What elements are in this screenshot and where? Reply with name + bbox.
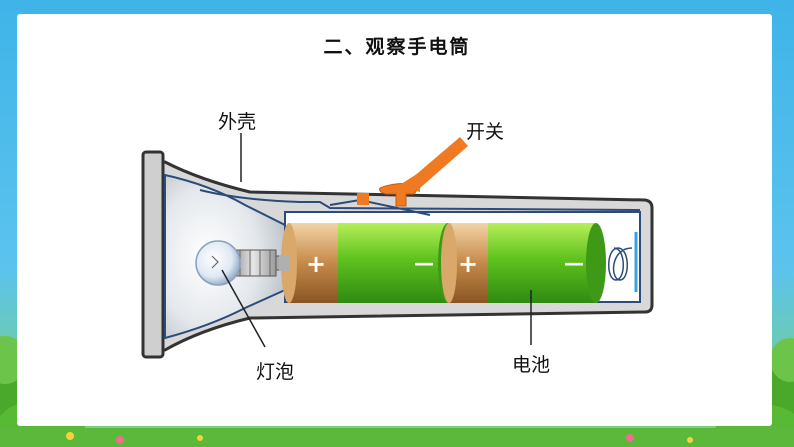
battery-1-negative-sign: — xyxy=(414,251,434,275)
switch-knob xyxy=(357,183,418,207)
slide-title: 二、观察手电筒 xyxy=(323,36,471,58)
switch-label: 开关 xyxy=(466,121,505,143)
bulb-label: 灯泡 xyxy=(256,361,295,383)
battery-2-negative-sign: — xyxy=(564,251,584,275)
spring-icon xyxy=(608,247,633,281)
flowers xyxy=(66,432,693,444)
switch-arrowhead xyxy=(398,172,420,192)
switch-arrow xyxy=(412,137,468,188)
shell-label: 外壳 xyxy=(218,111,257,133)
lens-rim xyxy=(141,150,165,359)
battery-2 xyxy=(441,223,606,303)
contact-strip xyxy=(199,189,641,211)
battery-label: 电池 xyxy=(512,354,551,376)
bulb-leader-line xyxy=(221,269,266,348)
battery-1-positive-sign: + xyxy=(306,250,326,278)
bulb xyxy=(195,240,287,286)
ground-strip xyxy=(0,428,794,447)
battery-2-positive-sign: + xyxy=(458,250,478,278)
